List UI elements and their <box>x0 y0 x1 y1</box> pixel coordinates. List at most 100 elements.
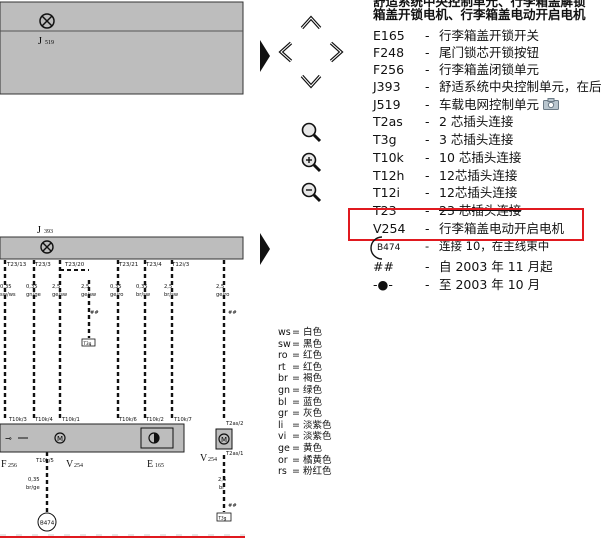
pan-left-icon[interactable] <box>275 40 299 64</box>
legend-code: T3g <box>373 132 397 147</box>
svg-text:br/ge: br/ge <box>26 485 40 491</box>
color-equals: = <box>292 350 300 362</box>
color-equals: = <box>292 327 300 338</box>
svg-text:2,5: 2,5 <box>164 284 172 290</box>
svg-text:0,35: 0,35 <box>110 284 122 290</box>
svg-text:T10k/1: T10k/1 <box>61 417 80 423</box>
color-name: 淡紫色 <box>302 419 332 431</box>
legend-item-3[interactable]: J393-舒适系统中央控制单元，在后 <box>373 78 601 95</box>
t3g-connector-box[interactable] <box>81 338 96 347</box>
legend-item-10[interactable]: T23 -23 芯插头连接 <box>373 202 521 219</box>
legend-description: 行李箱盖电动开启电机 <box>439 221 565 236</box>
color-code: ge <box>278 442 290 454</box>
legend-item-7[interactable]: T10k -10 芯插头连接 <box>373 149 521 166</box>
j519-control-unit[interactable] <box>0 1 244 95</box>
legend-dash: - <box>425 62 430 77</box>
expand-panel-arrow-bottom[interactable] <box>259 231 271 267</box>
legend-item-1[interactable]: F248-尾门锁芯开锁按钮 <box>373 44 539 61</box>
legend-description: 23 芯插头连接 <box>439 203 522 218</box>
pan-right-icon[interactable] <box>323 40 347 64</box>
svg-text:2,5: 2,5 <box>216 284 224 290</box>
legend-code: J393 <box>373 79 401 94</box>
svg-text:sw/ws: sw/ws <box>0 292 16 298</box>
legend-dash: - <box>425 185 430 200</box>
legend-item-12[interactable]: B474-连接 10，在主线束中 <box>373 238 549 257</box>
color-code: vi <box>278 431 287 443</box>
color-key-row: br=褐色 <box>278 373 331 385</box>
legend-item-14[interactable]: -●--至 2003 年 10 月 <box>373 276 540 293</box>
color-code: rt <box>278 361 286 373</box>
legend-item-6[interactable]: T3g-3 芯插头连接 <box>373 131 513 148</box>
color-name: 黄色 <box>302 442 322 454</box>
legend-description: 2 芯插头连接 <box>439 114 514 129</box>
legend-description: 车载电网控制单元 <box>439 97 540 112</box>
e165-switch-box[interactable] <box>140 427 174 449</box>
svg-text:0,35: 0,35 <box>26 284 38 290</box>
svg-text:ge/ro: ge/ro <box>110 292 123 298</box>
svg-text:⊸: ⊸ <box>5 434 12 443</box>
color-name: 粉红色 <box>302 466 332 478</box>
legend-item-13[interactable]: ##-自 2003 年 11 月起 <box>373 258 553 275</box>
pan-up-icon[interactable] <box>299 12 323 36</box>
color-key-row: rt =红色 <box>278 362 331 374</box>
legend-code: T2as <box>373 114 403 129</box>
svg-text:T23/3: T23/3 <box>34 262 51 268</box>
t3g-box-bottom[interactable] <box>216 512 232 522</box>
color-name: 灰色 <box>302 408 322 420</box>
svg-text:T23/21: T23/21 <box>118 262 138 268</box>
pan-down-icon[interactable] <box>299 68 323 92</box>
b474-circle-marker <box>370 236 383 260</box>
color-key-row: sw=黑色 <box>278 339 331 351</box>
legend-description: 10 芯插头连接 <box>439 150 522 165</box>
legend-code: -●- <box>373 277 393 292</box>
svg-text:T3g: T3g <box>83 341 92 346</box>
color-key-row: ro=红色 <box>278 350 331 362</box>
color-code: li <box>278 419 284 431</box>
zoom-out-icon[interactable] <box>299 180 323 204</box>
svg-text:254: 254 <box>208 457 217 463</box>
svg-text:T2as/1: T2as/1 <box>225 451 243 457</box>
legend-item-9[interactable]: T12i-12芯插头连接 <box>373 184 517 201</box>
legend-dash: - <box>425 45 430 60</box>
legend-item-11[interactable]: V254-行李箱盖电动开启电机 <box>373 220 564 237</box>
svg-text:254: 254 <box>74 463 83 469</box>
legend-code: T23 <box>373 203 397 218</box>
legend-dash: - <box>425 203 430 218</box>
legend-code: T12i <box>373 185 401 200</box>
svg-text:0,35: 0,35 <box>0 284 12 290</box>
legend-item-8[interactable]: T12h-12芯插头连接 <box>373 167 517 184</box>
color-equals: = <box>292 338 300 350</box>
svg-text:T3g: T3g <box>218 516 227 521</box>
color-equals: = <box>292 408 300 420</box>
zoom-fit-icon[interactable] <box>299 120 323 144</box>
legend-item-0[interactable]: E165-行李箱盖开锁开关 <box>373 27 539 44</box>
camera-icon[interactable] <box>543 98 560 110</box>
expand-panel-arrow-top[interactable] <box>259 38 271 74</box>
v254-motor-box[interactable] <box>215 428 233 450</box>
legend-item-2[interactable]: F256-行李箱盖闭锁单元 <box>373 61 539 78</box>
svg-text:T10k/5: T10k/5 <box>35 458 54 464</box>
color-name: 白色 <box>302 327 322 338</box>
legend-item-4[interactable]: J519-车载电网控制单元 <box>373 96 560 113</box>
color-equals: = <box>292 466 300 478</box>
svg-text:393: 393 <box>44 229 53 235</box>
b474-connection-node[interactable] <box>37 512 57 532</box>
trunk-lock-unit-panel[interactable] <box>0 423 185 453</box>
svg-text:br: br <box>219 485 225 491</box>
legend-code: T10k <box>373 150 404 165</box>
legend-description: 连接 10，在主线束中 <box>439 239 550 253</box>
zoom-in-icon[interactable] <box>299 150 323 174</box>
svg-text:E: E <box>147 459 153 470</box>
color-equals: = <box>292 442 300 454</box>
j393-control-unit[interactable] <box>0 236 244 260</box>
color-key-row: ws=白色 <box>278 327 331 339</box>
legend-item-5[interactable]: T2as-2 芯插头连接 <box>373 113 513 130</box>
color-equals: = <box>292 454 300 466</box>
motor-symbol <box>54 432 66 444</box>
legend-dash: - <box>425 150 430 165</box>
color-equals: = <box>292 361 300 373</box>
svg-text:T2as/2: T2as/2 <box>225 421 243 427</box>
color-key-row: gr=灰色 <box>278 408 331 420</box>
color-name: 红色 <box>302 361 322 373</box>
